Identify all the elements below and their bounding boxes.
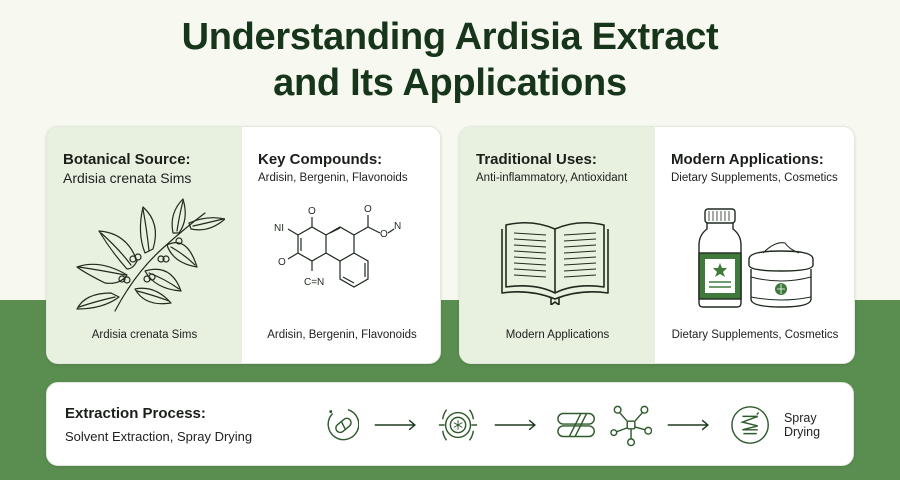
title-line-1: Understanding Ardisia Extract	[181, 16, 719, 58]
target-dial-icon	[438, 409, 477, 441]
key-compounds-title: Key Compounds:	[258, 151, 383, 168]
modern-applications-caption: Dietary Supplements, Cosmetics	[671, 329, 839, 341]
svg-text:O: O	[380, 229, 388, 240]
spray-coil-icon	[730, 406, 769, 444]
panel-traditional-uses: Traditional Uses: Anti-inflammatory, Ant…	[460, 127, 655, 363]
title-line-2: and Its Applications	[273, 62, 627, 104]
key-compounds-caption: Ardisin, Bergenin, Flavonoids	[267, 329, 417, 341]
key-compounds-subtitle: Ardisin, Bergenin, Flavonoids	[258, 172, 408, 184]
card-source-compounds: Botanical Source: Ardisia crenata Sims A…	[46, 126, 441, 364]
plant-branch-icon	[76, 198, 225, 312]
chemical-structure-icon: O NI O C=N O O N	[274, 204, 401, 288]
traditional-uses-title: Traditional Uses:	[476, 151, 597, 168]
molecule-icon	[610, 405, 653, 447]
svg-text:C=N: C=N	[304, 277, 324, 288]
svg-text:O: O	[278, 257, 286, 268]
modern-applications-title: Modern Applications:	[671, 151, 824, 168]
spray-drying-label: Spray Drying	[783, 411, 821, 439]
botanical-source-title: Botanical Source:	[63, 151, 191, 168]
panel-botanical-source: Botanical Source: Ardisia crenata Sims A…	[47, 127, 242, 363]
botanical-source-subtitle: Ardisia crenata Sims	[63, 170, 192, 186]
botanical-source-caption: Ardisia crenata Sims	[91, 329, 198, 341]
modern-applications-subtitle: Dietary Supplements, Cosmetics	[671, 172, 838, 184]
arrow-right-icon	[668, 419, 710, 431]
card-extraction-process: Extraction Process: Solvent Extraction, …	[46, 382, 854, 466]
traditional-uses-subtitle: Anti-inflammatory, Antioxidant	[476, 172, 628, 184]
capsule-circle-icon	[327, 409, 360, 441]
extraction-subtitle: Solvent Extraction, Spray Drying	[65, 429, 253, 444]
bottle-and-jar-icon	[698, 208, 814, 308]
panel-modern-applications: Modern Applications: Dietary Supplements…	[655, 127, 854, 363]
svg-text:N: N	[394, 221, 401, 232]
svg-text:O: O	[308, 206, 316, 217]
arrow-right-icon	[494, 419, 536, 431]
panel-key-compounds: Key Compounds: Ardisin, Bergenin, Flavon…	[242, 127, 440, 363]
open-book-icon	[501, 221, 609, 305]
arrow-right-icon	[375, 419, 417, 431]
extraction-title: Extraction Process:	[65, 405, 206, 422]
svg-text:O: O	[364, 204, 372, 215]
traditional-uses-caption: Modern Applications	[505, 329, 610, 341]
svg-text:NI: NI	[274, 223, 284, 234]
layered-filter-icon	[557, 412, 596, 438]
extraction-flow: Spray Drying	[325, 399, 853, 451]
page-title: Understanding Ardisia Extract and Its Ap…	[0, 14, 900, 106]
card-uses-applications: Traditional Uses: Anti-inflammatory, Ant…	[459, 126, 855, 364]
